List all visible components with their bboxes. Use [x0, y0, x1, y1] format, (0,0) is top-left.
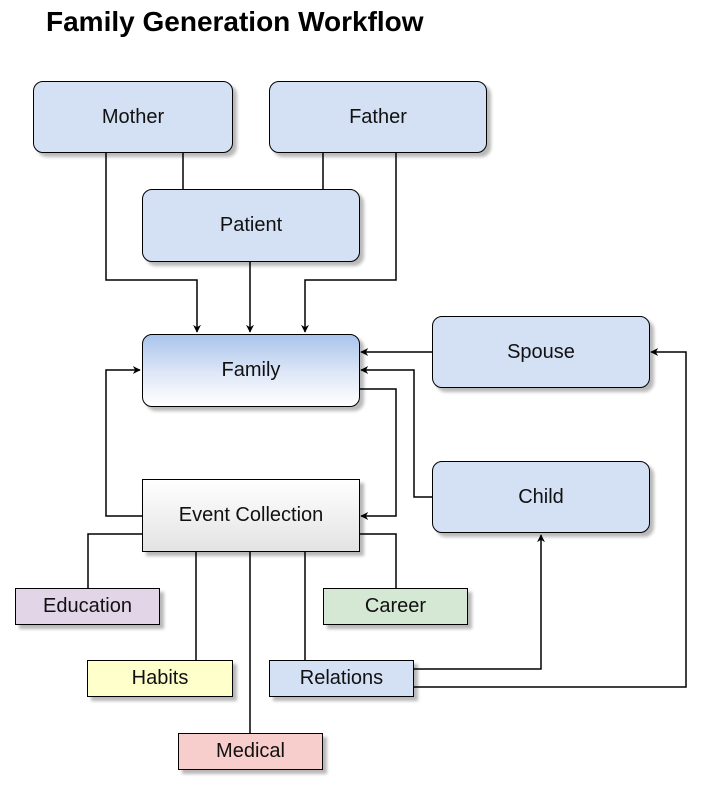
patient-node[interactable]: Patient [142, 189, 360, 262]
father-node[interactable]: Father [269, 81, 487, 153]
education-node[interactable]: Education [15, 588, 160, 625]
relations-node[interactable]: Relations [269, 660, 414, 697]
event-collection-node[interactable]: Event Collection [142, 479, 360, 552]
edge-child-family [360, 366, 432, 498]
mother-node[interactable]: Mother [33, 81, 233, 153]
spouse-node[interactable]: Spouse [432, 316, 650, 388]
edge-event-family [105, 366, 142, 517]
diagram-title: Family Generation Workflow [46, 6, 424, 37]
edge-mother-family [105, 153, 201, 333]
edge-father-family [301, 153, 397, 333]
family-node[interactable]: Family [142, 334, 360, 407]
medical-node[interactable]: Medical [178, 733, 323, 770]
career-node[interactable]: Career [323, 588, 468, 625]
edge-event-career [359, 533, 397, 588]
edge-relations-child [413, 534, 545, 670]
edge-family-event [359, 388, 397, 520]
child-node[interactable]: Child [432, 461, 650, 533]
edge-relations-spouse [413, 348, 687, 688]
habits-node[interactable]: Habits [87, 660, 233, 697]
edge-event-education [87, 533, 142, 588]
